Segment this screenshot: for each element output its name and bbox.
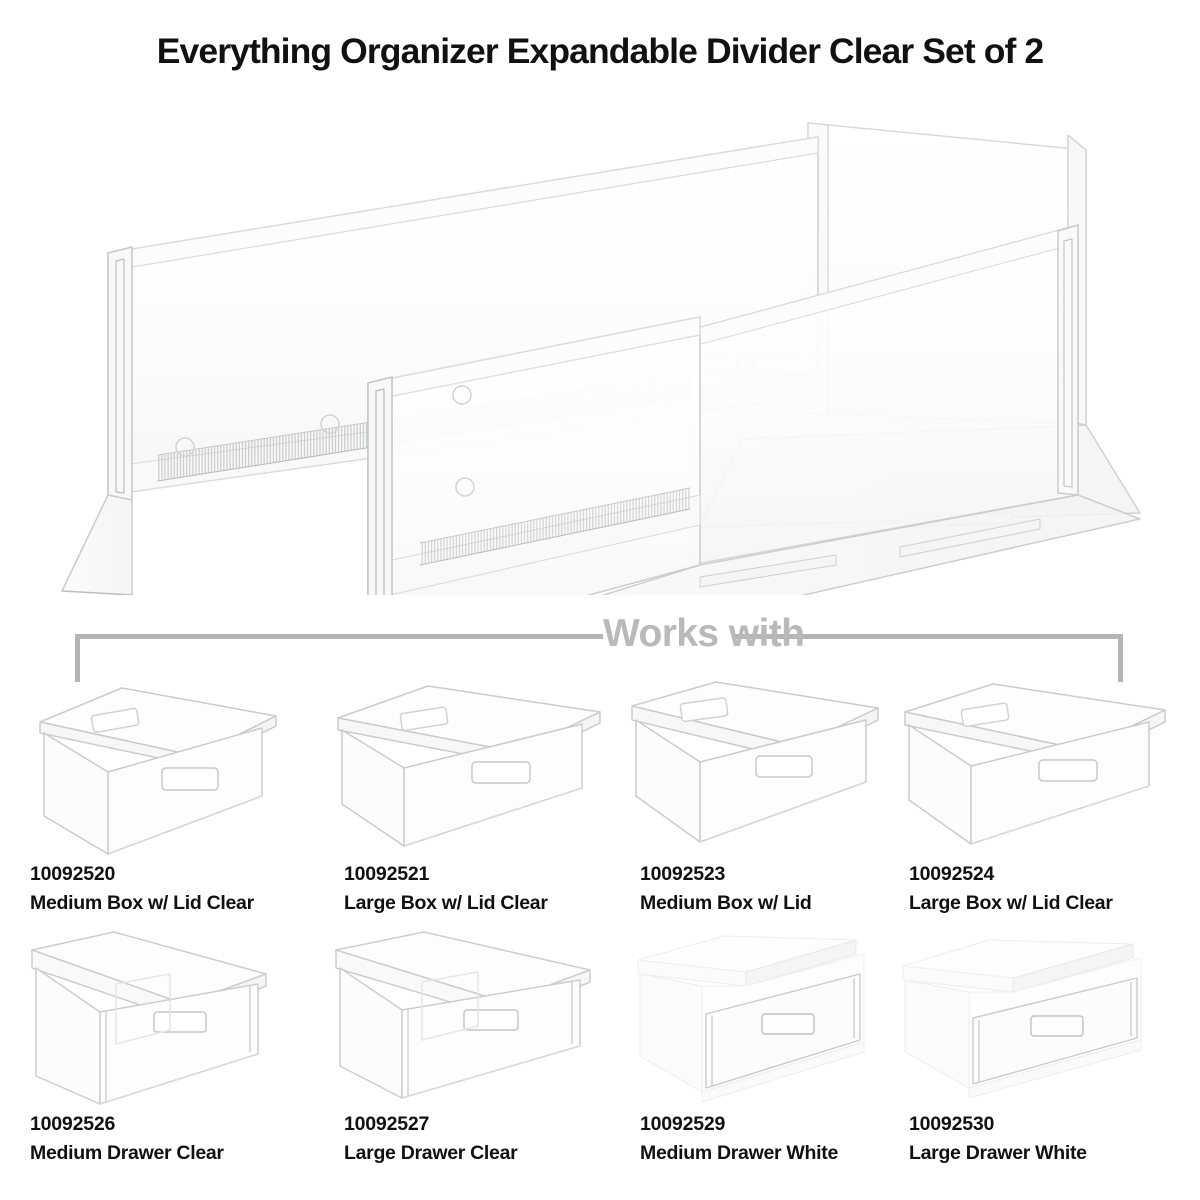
product-sku: 10092521	[344, 863, 430, 885]
box-with-lid-large-icon	[332, 676, 622, 861]
works-with-section-header: Works with	[0, 608, 1200, 688]
drawer-white-large-icon	[897, 926, 1187, 1111]
product-cell[interactable]: 10092520 Medium Box w/ Lid Clear	[18, 676, 308, 926]
product-cell[interactable]: 10092527 Large Drawer Clear	[332, 926, 622, 1176]
compatible-products-grid: 10092520 Medium Box w/ Lid Clear	[0, 676, 1200, 1196]
product-cell[interactable]: 10092523 Medium Box w/ Lid	[628, 676, 918, 926]
product-sku: 10092529	[640, 1113, 726, 1135]
product-cell[interactable]: 10092521 Large Box w/ Lid Clear	[332, 676, 622, 926]
product-cell[interactable]: 10092529 Medium Drawer White	[628, 926, 918, 1176]
page-title: Everything Organizer Expandable Divider …	[156, 31, 1044, 71]
drawer-clear-large-icon	[332, 926, 622, 1111]
product-sku: 10092530	[909, 1113, 995, 1135]
product-row: 10092520 Medium Box w/ Lid Clear	[0, 676, 1200, 926]
product-name: Medium Box w/ Lid Clear	[30, 892, 254, 914]
works-with-label: Works with	[603, 612, 805, 655]
product-cell[interactable]: 10092530 Large Drawer White	[897, 926, 1187, 1176]
product-sku: 10092526	[30, 1113, 116, 1135]
product-sku: 10092527	[344, 1113, 430, 1135]
works-with-rule-right	[733, 634, 1123, 639]
product-name: Medium Box w/ Lid	[640, 892, 812, 914]
product-sku: 10092524	[909, 863, 995, 885]
product-sku: 10092523	[640, 863, 726, 885]
product-cell[interactable]: 10092524 Large Box w/ Lid Clear	[897, 676, 1187, 926]
works-with-bracket-right	[1118, 634, 1123, 682]
hero-product-image	[0, 95, 1200, 595]
product-name: Large Drawer Clear	[344, 1142, 518, 1164]
product-sku: 10092520	[30, 863, 116, 885]
box-with-lid-medium-icon	[18, 676, 308, 861]
product-cell[interactable]: 10092526 Medium Drawer Clear	[18, 926, 308, 1176]
product-row: 10092526 Medium Drawer Clear	[0, 926, 1200, 1176]
works-with-bracket-left	[75, 634, 80, 682]
drawer-white-medium-icon	[628, 926, 918, 1111]
product-name: Large Box w/ Lid Clear	[344, 892, 548, 914]
product-name: Large Box w/ Lid Clear	[909, 892, 1113, 914]
box-with-lid-medium-alt-icon	[628, 676, 918, 861]
drawer-clear-medium-icon	[18, 926, 308, 1111]
divider-front-unit	[367, 224, 1141, 595]
product-name: Medium Drawer White	[640, 1142, 838, 1164]
box-with-lid-large-alt-icon	[897, 676, 1187, 861]
product-name: Large Drawer White	[909, 1142, 1087, 1164]
works-with-rule-left	[75, 634, 603, 639]
product-name: Medium Drawer Clear	[30, 1142, 224, 1164]
